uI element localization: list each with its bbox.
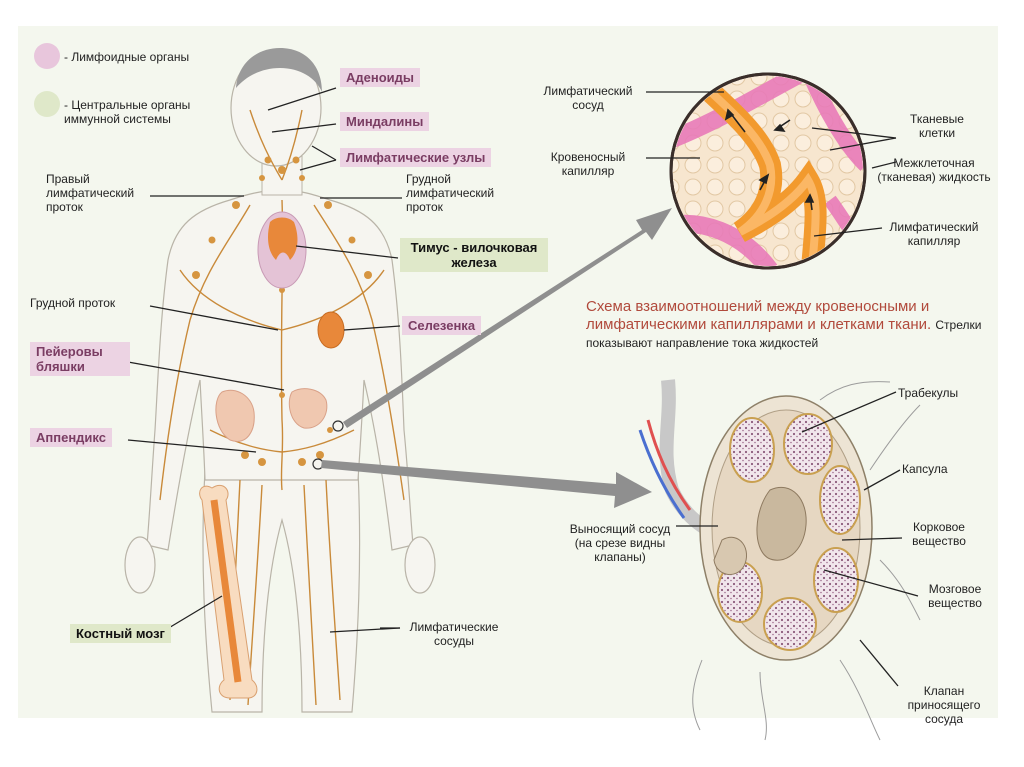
caption-main: Схема взаимоотношений между кровеносными…	[586, 298, 931, 333]
legend-lymphoid-organs: - Лимфоидные органы	[64, 50, 189, 64]
legend-lymphoid-label: Лимфоидные органы	[71, 50, 189, 64]
legend-central-organs: - Центральные органы иммунной системы	[64, 98, 224, 126]
label-trabeculae: Трабекулы	[898, 386, 958, 400]
tag-appendix: Аппендикс	[30, 428, 112, 447]
tag-peyer-patches: Пейеровы бляшки	[30, 342, 130, 376]
label-cortex: Корковое вещество	[900, 520, 978, 548]
label-right-lymph-duct: Правый лимфатический проток	[46, 172, 156, 214]
tag-bone-marrow: Костный мозг	[70, 624, 171, 643]
label-lymph-vessels: Лимфатические сосуды	[396, 620, 512, 648]
tag-lymph-nodes: Лимфатические узлы	[340, 148, 491, 167]
label-blood-capillary: Кровеносный капилляр	[530, 150, 646, 178]
legend-swatches	[34, 43, 60, 117]
tag-tonsils: Миндалины	[340, 112, 429, 131]
tag-adenoids: Аденоиды	[340, 68, 420, 87]
label-capsule: Капсула	[902, 462, 948, 476]
lymph-node-section	[640, 380, 920, 740]
tag-spleen: Селезенка	[402, 316, 481, 335]
label-lymph-capillary: Лимфатический капилляр	[878, 220, 990, 248]
label-tissue-cells: Тканевые клетки	[896, 112, 978, 140]
label-medulla: Мозговое вещество	[914, 582, 996, 610]
label-thoracic-duct: Грудной проток	[30, 296, 115, 310]
label-afferent-valve: Клапан приносящего сосуда	[892, 684, 996, 726]
label-interstitial-fluid: Межклеточная (тканевая) жидкость	[872, 156, 996, 184]
capillary-magnification	[670, 74, 866, 270]
tag-thymus: Тимус - вилочковая железа	[400, 238, 548, 272]
legend-central-label: Центральные органы иммунной системы	[64, 98, 190, 126]
label-lymph-vessel: Лимфатический сосуд	[530, 84, 646, 112]
label-efferent-vessel: Выносящий сосуд (на срезе видны клапаны)	[560, 522, 680, 564]
label-thoracic-duct-upper: Грудной лимфатический проток	[406, 172, 514, 214]
figure-caption: Схема взаимоотношений между кровеносными…	[586, 298, 982, 352]
